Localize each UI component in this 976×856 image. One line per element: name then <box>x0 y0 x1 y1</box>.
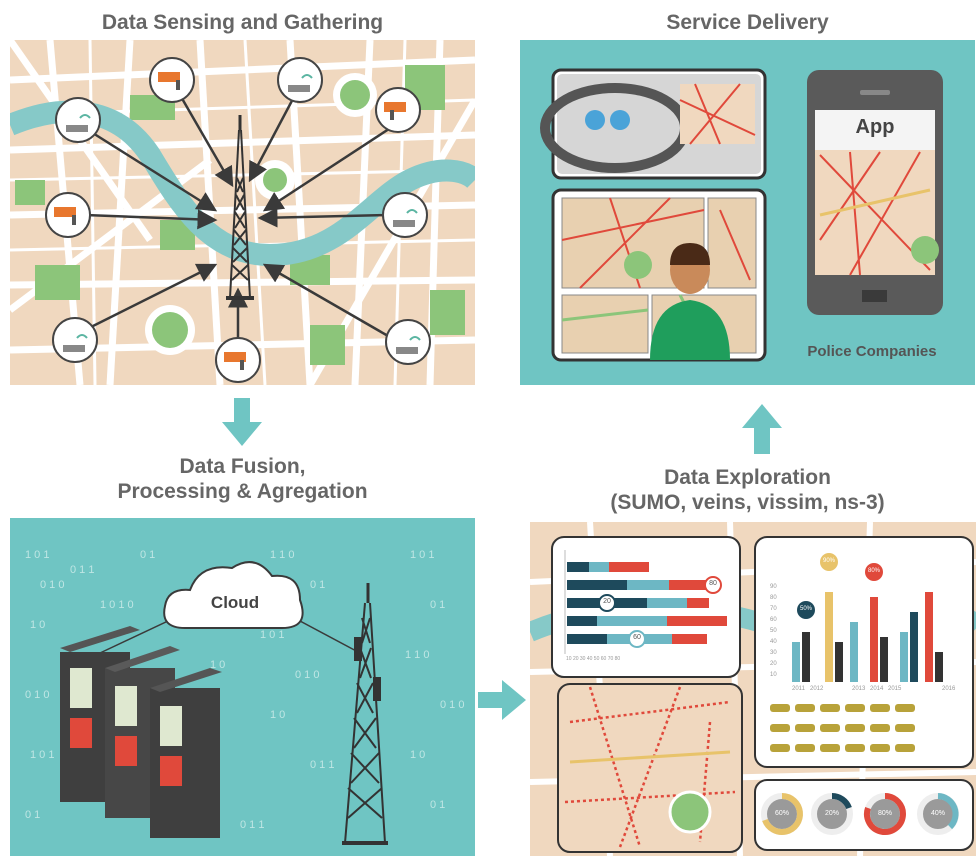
svg-text:0 1 1: 0 1 1 <box>310 759 334 771</box>
y-tick: 60 <box>770 617 777 623</box>
traffic-map-card <box>557 683 743 853</box>
svg-text:1 0 1: 1 0 1 <box>25 549 49 561</box>
arrow-right-icon <box>478 680 526 720</box>
cloud-icon <box>163 561 304 629</box>
svg-text:0 1: 0 1 <box>140 549 155 561</box>
service-delivery-scene <box>540 68 943 362</box>
router-sensor-icon <box>385 319 431 365</box>
col-year: 2014 <box>870 686 884 692</box>
police-companies-label: Police Companies <box>807 343 937 360</box>
arrow-down-icon <box>222 398 262 446</box>
bar-axis-labels: 10 20 30 40 50 60 70 80 <box>566 656 621 662</box>
app-label: App <box>855 116 895 138</box>
title-data-sensing: Data Sensing and Gathering <box>101 11 384 34</box>
svg-text:1 0 1: 1 0 1 <box>260 629 284 641</box>
svg-text:1 0: 1 0 <box>270 709 285 721</box>
svg-text:0 1 0: 0 1 0 <box>25 689 49 701</box>
svg-text:1 0: 1 0 <box>30 619 45 631</box>
svg-text:1 1 0: 1 1 0 <box>270 549 294 561</box>
svg-text:0 1 0: 0 1 0 <box>440 699 464 711</box>
data-fusion-panel: 1 0 1 0 1 0 1 0 0 1 1 1 0 1 0 0 1 1 1 0 0 1 1 … <box>10 518 475 856</box>
col-year: 2012 <box>810 686 824 692</box>
col-badge: 90% <box>822 558 835 564</box>
svg-text:0 1: 0 1 <box>25 809 40 821</box>
router-sensor-icon <box>382 192 428 238</box>
svg-text:0 1: 0 1 <box>430 799 445 811</box>
donut-label: 40% <box>930 810 945 817</box>
y-tick: 50 <box>770 628 777 634</box>
y-tick: 90 <box>770 584 777 590</box>
title-data-exploration: Data Exploration (SUMO, veins, vissim, n… <box>520 465 975 515</box>
sensor-nodes <box>45 57 431 383</box>
donut-gauges-card <box>754 779 974 851</box>
camera-sensor-icon <box>375 87 421 133</box>
car-dashboard-display <box>540 68 767 180</box>
sensing-panel <box>10 40 475 385</box>
server-rack-icon <box>150 668 222 838</box>
river <box>10 100 475 267</box>
title-data-fusion-line2: Processing & Agregation <box>117 480 368 503</box>
y-tick: 40 <box>770 639 777 645</box>
svg-text:1 0 1 0: 1 0 1 0 <box>100 599 134 611</box>
data-exploration-scene <box>530 522 976 856</box>
col-year: 2016 <box>942 686 956 692</box>
camera-sensor-icon <box>149 57 195 103</box>
col-y-ticks: 90 80 70 60 50 40 30 20 10 <box>770 582 784 681</box>
y-tick: 30 <box>770 650 777 656</box>
svg-text:0 1: 0 1 <box>310 579 325 591</box>
svg-text:0 1: 0 1 <box>430 599 445 611</box>
svg-text:0 1 1: 0 1 1 <box>70 564 94 576</box>
operator-person-icon <box>650 300 730 360</box>
camera-sensor-icon <box>215 337 261 383</box>
svg-text:1 0 1: 1 0 1 <box>410 549 434 561</box>
cell-tower-icon <box>342 583 388 845</box>
svg-text:0 1 1: 0 1 1 <box>240 819 264 831</box>
svg-text:0 1 0: 0 1 0 <box>295 669 319 681</box>
svg-text:1 0 1: 1 0 1 <box>30 749 54 761</box>
col-badges <box>797 553 883 619</box>
title-data-exploration-line1: Data Exploration <box>664 466 831 489</box>
svg-text:0 1 0: 0 1 0 <box>40 579 64 591</box>
col-year: 2013 <box>852 686 866 692</box>
binary-data-stream: 1 0 1 0 1 0 1 0 0 1 1 1 0 1 0 0 1 1 1 0 0 1 1 … <box>25 549 464 831</box>
router-sensor-icon <box>277 57 323 103</box>
horizontal-bar-card <box>551 536 741 678</box>
y-tick: 70 <box>770 606 777 612</box>
parks <box>15 65 465 365</box>
donut-label: 80% <box>877 810 892 817</box>
router-sensor-icon <box>52 317 98 363</box>
svg-text:1 0: 1 0 <box>210 659 225 671</box>
y-tick: 80 <box>770 595 777 601</box>
y-tick: 20 <box>770 661 777 667</box>
col-year: 2011 <box>792 686 805 692</box>
cloud-label: Cloud <box>210 593 260 612</box>
svg-text:1 0: 1 0 <box>410 749 425 761</box>
title-data-fusion: Data Fusion, Processing & Agregation <box>10 454 475 504</box>
col-badge: 50% <box>799 606 812 612</box>
title-data-exploration-line2: (SUMO, veins, vissim, ns-3) <box>610 491 885 514</box>
column-chart-card <box>754 536 974 768</box>
smartphone-app <box>807 70 943 315</box>
vehicle-icons <box>770 704 915 752</box>
title-service-delivery: Service Delivery <box>666 11 829 34</box>
bar-badge: 20 <box>603 598 611 605</box>
y-tick: 10 <box>770 672 777 678</box>
donut-label: 20% <box>824 810 839 817</box>
radio-tower-icon <box>226 115 254 300</box>
bar-badge: 60 <box>633 634 641 641</box>
camera-sensor-icon <box>45 192 91 238</box>
sensor-arrows <box>84 94 396 342</box>
router-sensor-icon <box>55 97 101 143</box>
service-delivery-panel: App Police Companies <box>520 40 975 385</box>
traffic-monitoring-wall <box>551 188 767 362</box>
arrow-up-icon <box>742 404 782 454</box>
title-data-fusion-line1: Data Fusion, <box>179 455 306 478</box>
donut-label: 60% <box>774 810 789 817</box>
col-badge: 80% <box>867 568 880 574</box>
col-year: 2015 <box>888 686 902 692</box>
bar-badge: 80 <box>709 580 717 587</box>
data-exploration-panel: 80 20 60 10 20 30 40 50 60 70 80 50% 90%… <box>530 522 976 856</box>
data-fusion-scene: 1 0 1 0 1 0 1 0 0 1 1 1 0 1 0 0 1 1 1 0 0 1 1 … <box>25 549 464 845</box>
svg-text:1 1 0: 1 1 0 <box>405 649 429 661</box>
